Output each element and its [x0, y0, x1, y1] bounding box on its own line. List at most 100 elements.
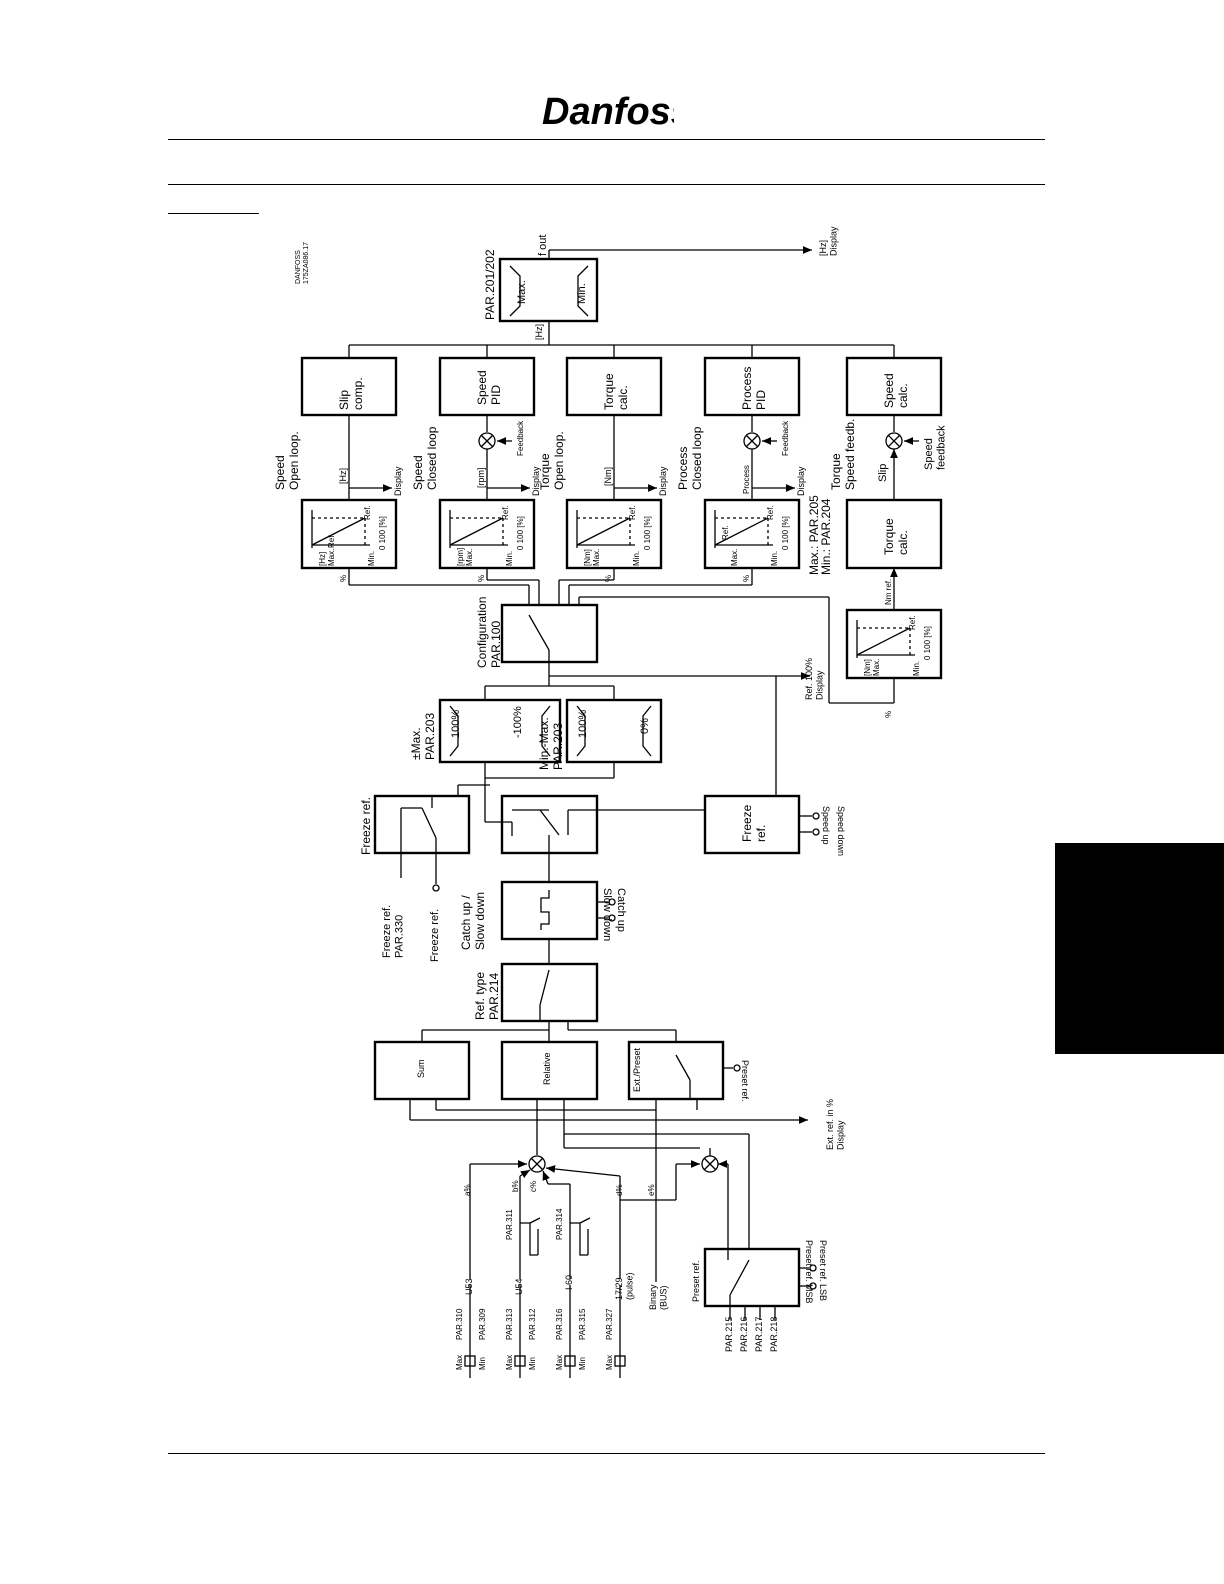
in3-terminal: I 60 [564, 1275, 574, 1290]
weight-b: b% [511, 1180, 520, 1192]
ts-axis: 0 100 [%] [923, 626, 932, 660]
preset-msb: Preset ref. MSB [804, 1240, 814, 1304]
minmax-limit-b: 0% [639, 718, 651, 734]
in3-par-max: PAR.316 [555, 1308, 564, 1340]
preset-lsb: Preset ref. LSB [818, 1240, 828, 1301]
in4-par-max: PAR.327 [605, 1308, 614, 1340]
weight-c: c% [529, 1181, 538, 1192]
speed-down-label: Speed down [836, 806, 846, 856]
preset-ref-block [703, 1247, 801, 1308]
loop-process-closed-label: ProcessClosed loop [676, 426, 704, 490]
max-limit-label: ±Max.PAR.203 [409, 713, 437, 760]
loop1-min: Min. [367, 551, 376, 566]
loop4-min: Min. [770, 551, 779, 566]
loop3-display: Display [658, 466, 668, 496]
loop1-pct: % [339, 575, 348, 582]
torque-calc2-label: Torquecalc. [882, 518, 910, 555]
switch-par-314: PAR.314 [555, 1208, 564, 1240]
ext-preset-block [627, 1040, 725, 1101]
loop-speed-closed-label: SpeedClosed loop [411, 426, 439, 490]
header-rule-bottom [168, 184, 1045, 185]
nm-ref-label: Nm ref. [884, 579, 893, 605]
loop-torque-open-label: TorqueOpen loop. [538, 431, 566, 490]
loop2-pct: % [477, 575, 486, 582]
preset-par-218: PAR.218 [769, 1317, 779, 1352]
in2-min: Min [528, 1357, 537, 1370]
in1-terminal: U53 [464, 1278, 474, 1295]
diagram-labels: DANFOSS175ZA086.17 f out [Hz]Display PAR… [273, 226, 948, 1370]
ts-scale-unit: [Nm] [863, 659, 872, 676]
danfoss-logo: Danfoss [542, 91, 674, 133]
loop1-ref2: Ref. [363, 505, 372, 520]
limit-max-label: Max. [516, 280, 528, 304]
loop1-scale-unit: [Hz] [318, 552, 327, 566]
ts-ref2: Ref. [908, 615, 917, 630]
loop4-display: Display [796, 466, 806, 496]
loop4-unit: Process [742, 465, 751, 494]
ts-pct: % [884, 711, 893, 718]
loop-speed-open-label: SpeedOpen loop. [273, 431, 301, 490]
freeze-ref-terminal: Freeze ref. [429, 909, 441, 962]
in2-par-min: PAR.312 [528, 1308, 537, 1340]
ts-max: Max. [872, 659, 881, 676]
preset-ref-label: Preset ref. [691, 1260, 701, 1302]
loop2-min: Min. [505, 551, 514, 566]
logo-text: Danfoss [542, 91, 674, 133]
configuration-label: ConfigurationPAR.100 [475, 597, 503, 668]
preset-par-217: PAR.217 [754, 1317, 764, 1352]
speed-feedback-label: Speedfeedback [923, 425, 948, 470]
fout-label: f out [537, 235, 549, 256]
loop1-axis: 0 100 [%] [378, 516, 387, 550]
in4-terminal: 17/29(pulse) [614, 1272, 634, 1300]
speed-calc-label: Speedcalc. [882, 373, 910, 408]
switch-par-311: PAR.311 [505, 1209, 514, 1240]
process-limits: Max.: PAR.205Min.: PAR.204 [807, 495, 833, 575]
loop3-ref2: Ref. [628, 505, 637, 520]
loop3-max: Max. [592, 549, 601, 566]
scale-graphs [311, 510, 915, 658]
speed-up-label: Speed up [821, 806, 831, 845]
slip-label: Slip [877, 464, 889, 482]
speed-pid-label: SpeedPID [475, 370, 503, 405]
max-limit-block [438, 698, 562, 764]
catch-up-label: Catch up /Slow down [459, 892, 487, 950]
hz-display-label: [Hz]Display [818, 226, 838, 256]
loop3-scale-unit: [Nm] [583, 549, 592, 566]
freeze-par-label: Freeze ref.PAR.330 [381, 905, 406, 958]
sum-label: Sum [416, 1059, 426, 1078]
weight-d: d% [615, 1184, 624, 1196]
section-tab [1055, 843, 1224, 1054]
in2-par-max: PAR.313 [505, 1308, 514, 1340]
max-limit-a: 100% [450, 710, 462, 738]
loop2-max: Max. [465, 549, 474, 566]
in1-par-min: PAR.309 [478, 1308, 487, 1340]
in1-max: Max [455, 1355, 464, 1370]
in2-max: Max [505, 1355, 514, 1370]
loop1-ref: Ref. [327, 533, 336, 548]
minmax-limit-label: Min.-Max.PAR.203 [537, 717, 565, 770]
loop2-axis: 0 100 [%] [516, 516, 525, 550]
max-limit-b: -100% [512, 706, 524, 738]
ts-min: Min. [912, 661, 921, 676]
weight-a: a% [463, 1184, 472, 1196]
input-terminals [464, 1285, 626, 1378]
loop2-display: Display [531, 466, 541, 496]
slip-comp-label: Slipcomp. [337, 377, 365, 410]
torque-speed-label: TorqueSpeed feedb. [829, 419, 857, 490]
loop3-unit: [Nm] [603, 467, 613, 486]
binary-bus-label: Binary(BUS) [648, 1284, 668, 1310]
in3-min: Min [578, 1357, 587, 1370]
loop2-scale-unit: [rpm] [456, 548, 465, 566]
section-underline [168, 213, 259, 214]
drawing-code: DANFOSS175ZA086.17 [295, 242, 310, 284]
in4-max: Max [605, 1355, 614, 1370]
in2-terminal: U54 [514, 1278, 524, 1295]
loop4-axis: 0 100 [%] [781, 516, 790, 550]
loop3-pct: % [604, 575, 613, 582]
loop4-pct: % [742, 575, 751, 582]
in3-max: Max [555, 1355, 564, 1370]
ext-ref-display: Ext. ref. in %Display [825, 1099, 845, 1150]
in3-par-min: PAR.315 [578, 1308, 587, 1340]
in1-par-max: PAR.310 [455, 1308, 464, 1340]
